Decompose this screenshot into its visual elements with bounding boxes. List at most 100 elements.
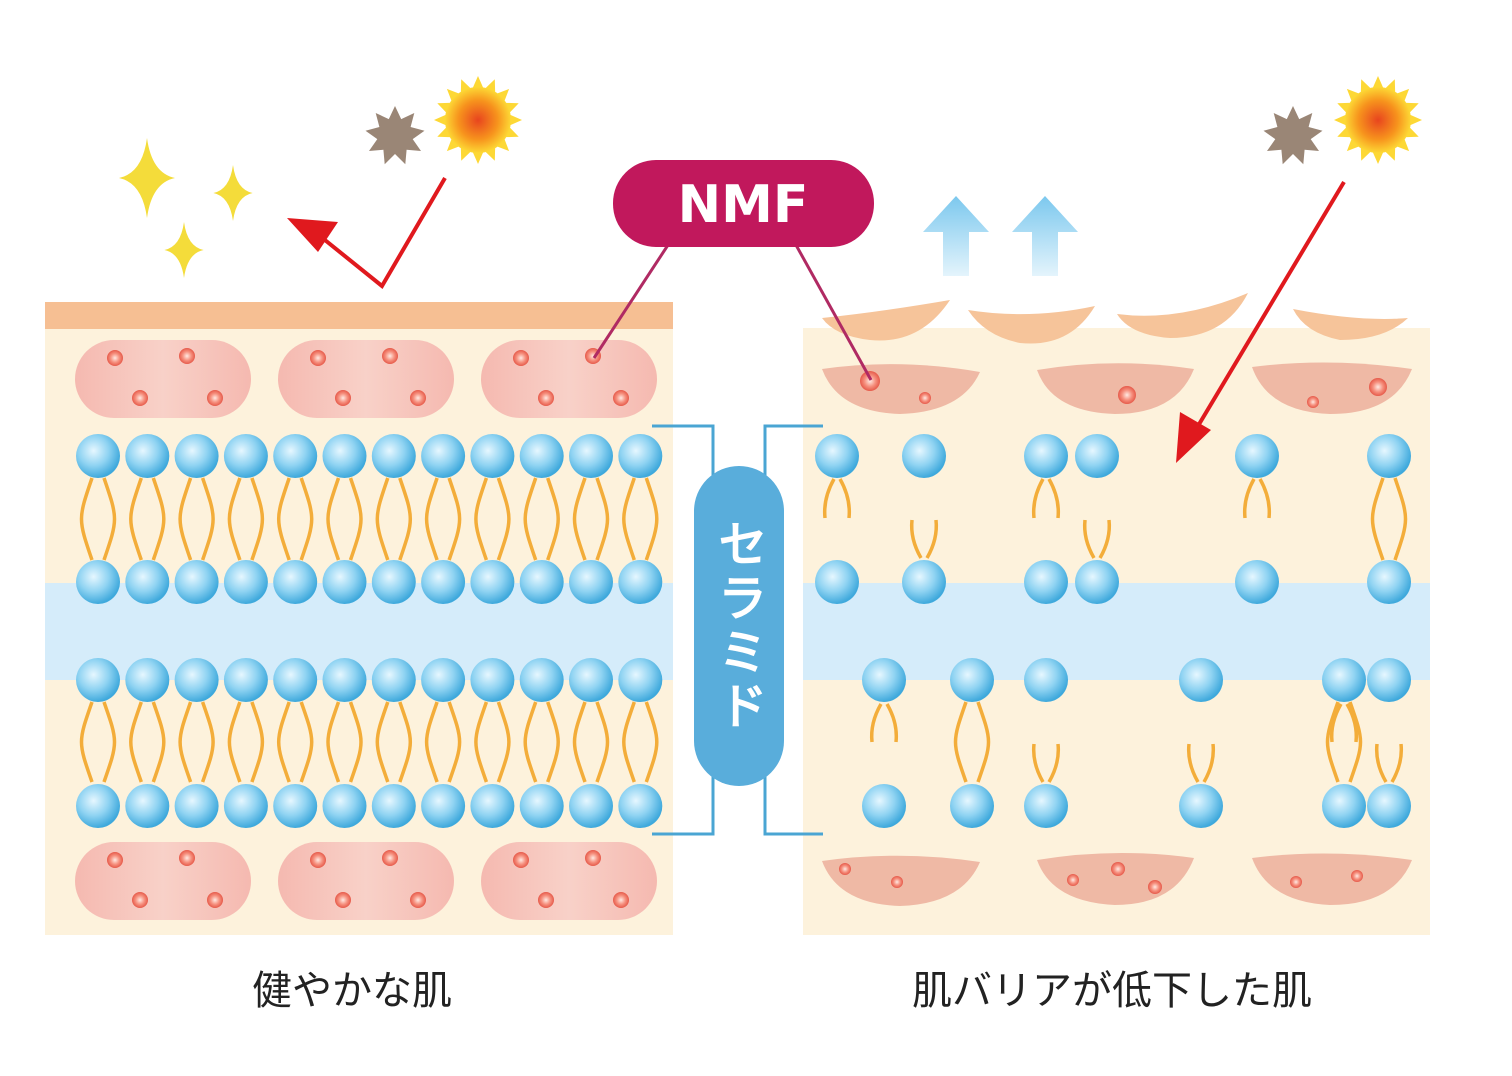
healthy-cells-top-row <box>75 340 657 418</box>
keratinocyte-cell <box>75 340 251 418</box>
ceramide-head <box>223 434 268 478</box>
lipid-tail <box>1348 701 1363 783</box>
nmf-dot <box>538 892 554 908</box>
sun-core <box>1345 87 1411 153</box>
ceramide-head <box>519 560 564 604</box>
lipid-tail <box>1047 478 1061 519</box>
nmf-dot <box>839 863 851 875</box>
lipid-tail <box>595 701 610 783</box>
damaged-cells-bottom-row <box>822 852 1412 906</box>
nmf-dot <box>1067 874 1079 886</box>
ceramide-head <box>421 784 466 828</box>
lipid-tail <box>398 701 413 783</box>
nmf-dot <box>513 852 529 868</box>
lipid-tail <box>250 701 265 783</box>
lipid-tail <box>326 477 341 561</box>
nmf-dot <box>107 350 123 366</box>
ceramide-head <box>174 658 219 702</box>
nmf-label: NMF <box>678 175 809 235</box>
ceramide-head <box>371 784 416 828</box>
moisture-loss-arrows <box>923 196 1078 276</box>
nmf-dot <box>310 350 326 366</box>
ceramide-head <box>1024 784 1068 828</box>
dust-particle <box>365 106 425 165</box>
penetrating-uv-arrow-line <box>1190 180 1346 438</box>
ceramide-head <box>1235 434 1279 478</box>
ceramide-head <box>470 434 515 478</box>
moisture-arrow-icon <box>1012 196 1078 276</box>
lipid-tail <box>151 477 166 561</box>
ceramide-head <box>815 434 859 478</box>
ceramide-head <box>1367 658 1411 702</box>
ceramide-head <box>273 434 318 478</box>
lipid-tail <box>102 477 117 561</box>
ceramide-head <box>322 560 367 604</box>
keratinocyte-cell <box>481 340 657 418</box>
lipid-tail <box>375 701 390 783</box>
nmf-dot <box>335 390 351 406</box>
lipid-tail <box>644 477 659 561</box>
lipid-tail <box>227 477 242 561</box>
sparkle-icon <box>119 138 175 218</box>
ceramide-badge <box>694 466 784 786</box>
nmf-dot <box>179 348 195 364</box>
ceramide-head <box>273 658 318 702</box>
lipid-tail <box>1082 519 1096 559</box>
damaged-nmf-dots <box>839 371 1387 894</box>
lipid-tail <box>299 477 314 561</box>
ceramide-head <box>1024 434 1068 478</box>
lipid-tail <box>79 477 94 561</box>
lipid-tail <box>102 701 117 783</box>
nmf-dot <box>1369 378 1387 396</box>
nmf-dot <box>891 876 903 888</box>
lipid-tail <box>1047 743 1061 783</box>
nmf-dot <box>107 852 123 868</box>
lipid-tail <box>976 701 991 783</box>
lipid-tail <box>1345 703 1359 743</box>
ceramide-head <box>1322 784 1366 828</box>
lipid-tail <box>1370 477 1385 561</box>
nmf-dot <box>613 892 629 908</box>
healthy-skin-caption: 健やかな肌 <box>252 968 452 1014</box>
dust-particle-icon <box>365 106 425 165</box>
lipid-tail <box>572 701 587 783</box>
nmf-dot <box>538 390 554 406</box>
nmf-dot <box>1118 386 1136 404</box>
nmf-badge <box>613 160 874 247</box>
flaking-scale <box>1293 309 1408 340</box>
lipid-tail <box>496 701 511 783</box>
ceramide-head <box>76 560 120 604</box>
lipid-tail <box>348 701 363 783</box>
ceramide-head <box>174 784 219 828</box>
lipid-tail <box>447 477 462 561</box>
ceramide-head <box>569 434 613 478</box>
nmf-dot <box>410 390 426 406</box>
ceramide-head <box>1235 560 1279 604</box>
lipid-tail <box>622 701 636 783</box>
ceramide-head <box>273 560 318 604</box>
lipid-tail <box>1325 701 1340 783</box>
lipid-tail <box>822 478 836 519</box>
lipid-tail <box>474 701 489 783</box>
moisture-arrow-icon <box>923 196 989 276</box>
ceramide-head <box>1367 560 1411 604</box>
lipid-tail <box>1393 477 1408 561</box>
damaged-lipid-water-band <box>803 583 1430 680</box>
damaged-cells-top-row <box>822 362 1412 414</box>
ceramide-head <box>421 658 466 702</box>
penetrating-uv-arrowhead <box>1176 412 1211 463</box>
lipid-tail <box>546 477 560 561</box>
ceramide-head <box>1075 434 1119 478</box>
ceramide-head <box>76 434 120 478</box>
ceramide-head <box>273 784 318 828</box>
ceramide-head <box>322 784 367 828</box>
ceramide-head <box>1179 784 1223 828</box>
nmf-dot <box>613 390 629 406</box>
lipid-tail <box>129 477 143 561</box>
ceramide-head <box>519 658 564 702</box>
lipid-tail <box>644 701 659 783</box>
ceramide-head <box>421 560 466 604</box>
lipid-tail <box>276 701 291 783</box>
keratinocyte-cell <box>278 340 454 418</box>
flaking-scale <box>822 300 950 341</box>
